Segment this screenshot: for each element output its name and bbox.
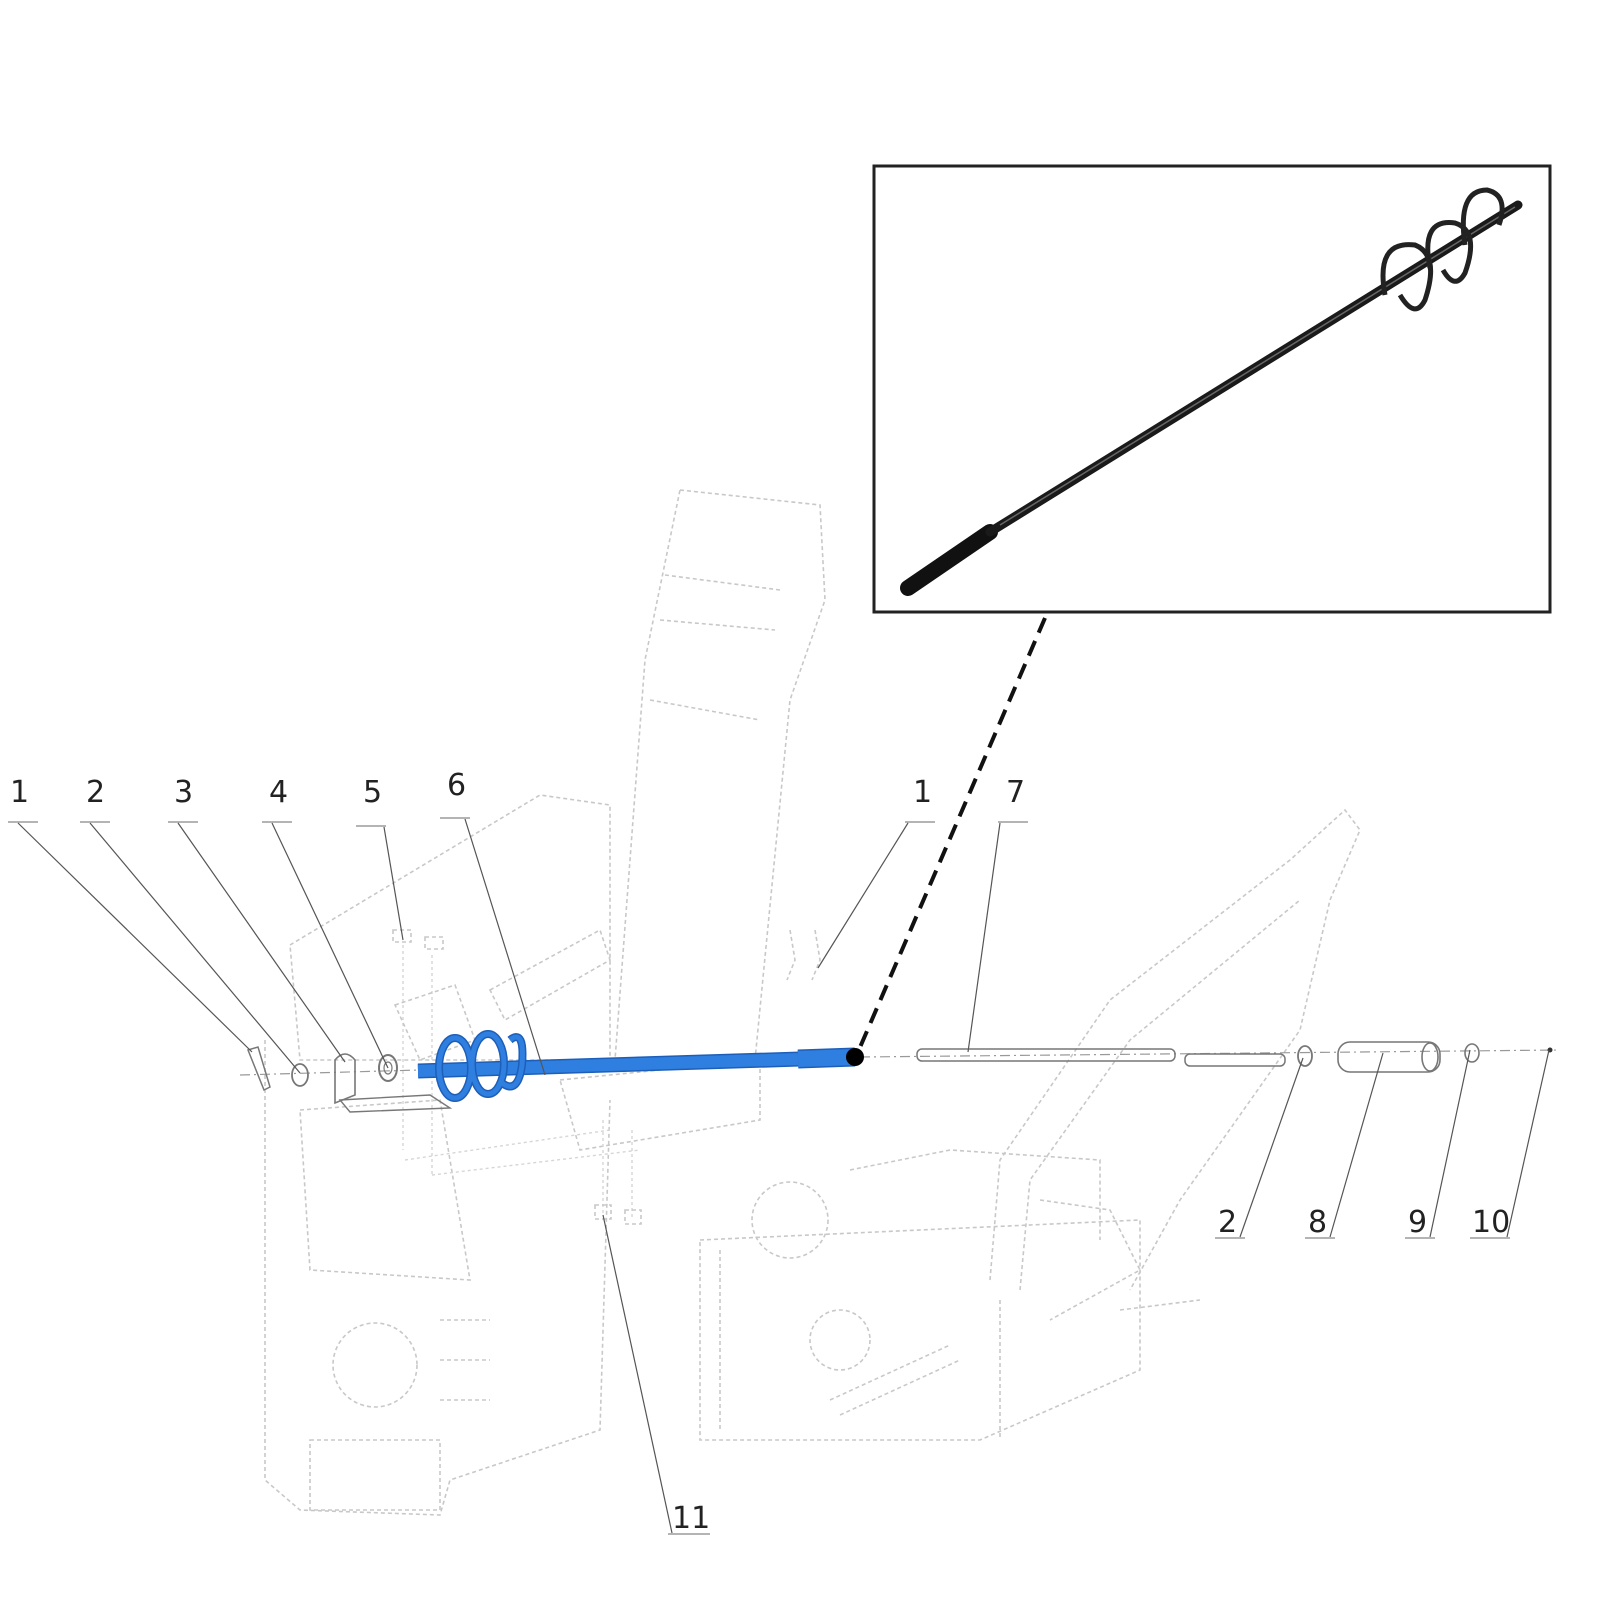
svg-text:3: 3 (174, 775, 193, 810)
svg-text:4: 4 (269, 775, 288, 810)
callout-11: 11 (602, 1214, 710, 1536)
inset-connector-line (856, 617, 1047, 1053)
callout-5: 5 (356, 775, 404, 941)
svg-text:11: 11 (672, 1501, 710, 1536)
callout-8: 8 (1305, 1052, 1384, 1240)
assembly-axis-left (239, 1069, 421, 1076)
svg-text:9: 9 (1408, 1205, 1427, 1240)
highlighted-auger-shaft (417, 1030, 864, 1102)
assembly-axis-right (859, 1049, 1561, 1058)
svg-text:1: 1 (913, 775, 932, 810)
svg-text:6: 6 (447, 768, 466, 803)
callout-7: 7 (967, 775, 1028, 1053)
svg-text:10: 10 (1472, 1205, 1510, 1240)
callout-2-right: 2 (1215, 1057, 1304, 1240)
svg-text:5: 5 (363, 775, 382, 810)
callout-3: 3 (168, 775, 346, 1063)
svg-text:2: 2 (1218, 1205, 1237, 1240)
callout-1: 1 (8, 775, 253, 1053)
exploded-parts (246, 1041, 1553, 1113)
callout-1-right: 1 (817, 775, 935, 969)
svg-text:8: 8 (1308, 1205, 1327, 1240)
callout-9: 9 (1405, 1049, 1471, 1240)
svg-text:1: 1 (10, 775, 29, 810)
inset-photo-frame (872, 164, 1552, 614)
machine-outline (264, 489, 1361, 1516)
svg-text:7: 7 (1006, 775, 1025, 810)
auger-photo (900, 187, 1523, 596)
svg-text:2: 2 (86, 775, 105, 810)
callout-10: 10 (1470, 1049, 1550, 1240)
callouts: 1 2 3 4 5 6 1 7 (8, 768, 1550, 1536)
callout-2: 2 (80, 775, 301, 1074)
callout-4: 4 (262, 775, 389, 1069)
callout-6: 6 (440, 768, 546, 1076)
